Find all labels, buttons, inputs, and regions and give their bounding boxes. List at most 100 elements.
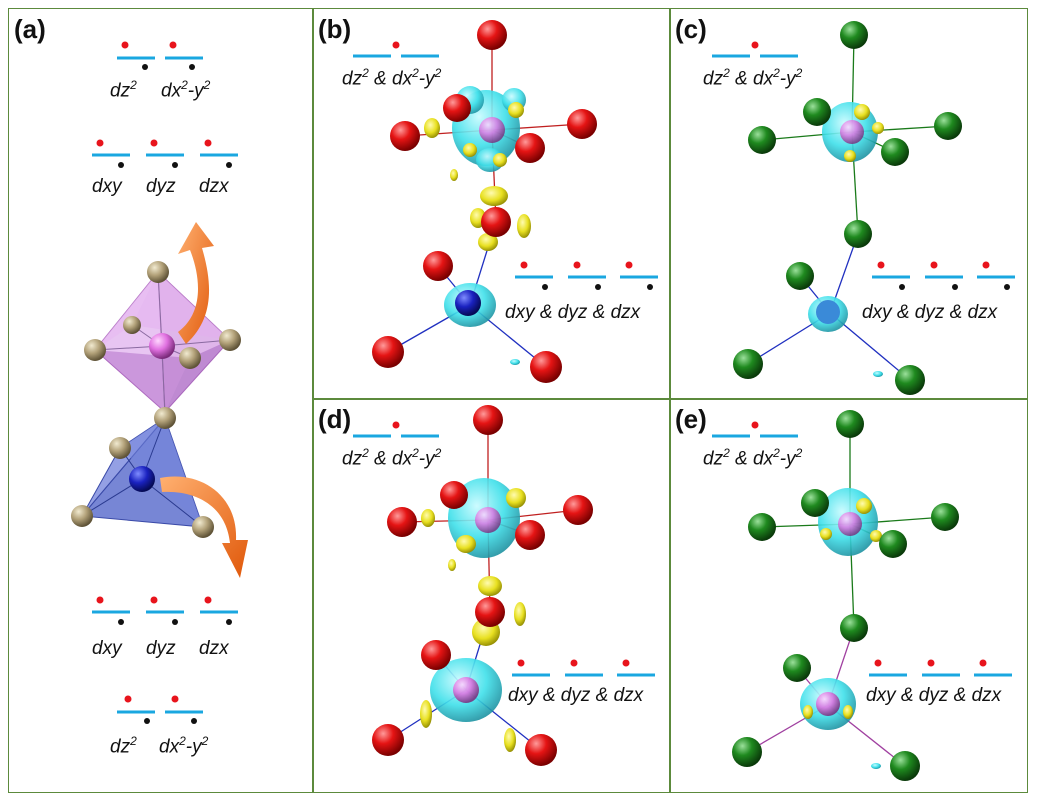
octahedral-metal-atom <box>149 333 175 359</box>
ligand-atom <box>786 262 814 290</box>
ligand-atom <box>147 261 169 283</box>
panel-c-frame <box>669 8 1028 400</box>
panel-a-levels-bottom-t2g <box>92 596 238 625</box>
t2g-combined-label: dxy & dyz & dzx <box>508 685 644 706</box>
spin-down-electron <box>191 718 197 724</box>
ligand-atom <box>71 505 93 527</box>
orbital-label-dx2-y2: dx2-y2 <box>161 78 211 102</box>
orbital-label-dxy: dxy <box>92 176 122 197</box>
spin-up-electron <box>150 596 158 604</box>
ligand-atom <box>931 503 959 531</box>
oxygen-atom <box>515 133 545 163</box>
ligand-atom <box>109 437 131 459</box>
ligand-atom <box>836 410 864 438</box>
t2g-combined-label: dxy & dyz & dzx <box>862 302 998 323</box>
spin-up-electron <box>121 41 129 49</box>
eg-combined-label: dz2 & dx2-y2 <box>342 66 442 90</box>
curved-arrow-down <box>160 476 248 578</box>
ligand-atom <box>123 316 141 334</box>
panel-d-eg-levels <box>353 421 439 438</box>
spin-up-electron <box>150 139 158 147</box>
t2g-combined-label: dxy & dyz & dzx <box>505 302 641 323</box>
panel-e-structure <box>732 410 959 781</box>
panel-a-levels-bottom-eg <box>117 695 203 724</box>
bridging-oxygen-atom <box>475 597 505 627</box>
panel-a-levels-top-t2g <box>92 139 238 168</box>
oxygen-atom <box>423 251 453 281</box>
panel-b-eg-levels <box>353 41 439 58</box>
spin-down-electron <box>118 619 124 625</box>
panel-a-atoms <box>71 261 241 538</box>
oxygen-atom <box>390 121 420 151</box>
ligand-atom <box>890 751 920 781</box>
panel-a-levels-top-eg <box>117 41 203 70</box>
tetrahedral-metal-atom <box>129 466 155 492</box>
ligand-atom <box>881 138 909 166</box>
eg-combined-label: dz2 & dx2-y2 <box>703 66 803 90</box>
panel-a-frame <box>8 8 314 793</box>
octahedral-metal-atom <box>838 512 862 536</box>
oxygen-atom <box>421 640 451 670</box>
oxygen-atom <box>525 734 557 766</box>
ligand-atom <box>803 98 831 126</box>
bridging-oxygen-atom <box>481 207 511 237</box>
octahedral-metal-atom <box>475 507 501 533</box>
panel-c-label: (c) <box>675 14 707 44</box>
panel-c-eg-levels <box>712 41 798 58</box>
octahedral-metal-atom <box>840 120 864 144</box>
orbital-label-dzx: dzx <box>199 638 229 659</box>
spin-up-electron <box>169 41 177 49</box>
yellow-isosurface <box>424 118 440 138</box>
ligand-atom <box>192 516 214 538</box>
oxygen-atom <box>515 520 545 550</box>
spin-up-electron <box>171 695 179 703</box>
spin-up-electron <box>204 139 212 147</box>
panel-e-frame <box>669 398 1028 793</box>
spin-down-electron <box>118 162 124 168</box>
eg-combined-label: dz2 & dx2-y2 <box>703 446 803 470</box>
panel-b-label: (b) <box>318 14 352 44</box>
yellow-isosurface <box>856 498 872 514</box>
panel-c-t2g-levels <box>872 261 1015 290</box>
shared-ligand-atom <box>154 407 176 429</box>
panel-b-structure <box>372 20 597 383</box>
tetrahedron-polyhedron <box>80 417 204 528</box>
panel-b-t2g-levels <box>515 261 658 290</box>
panel-b-frame <box>312 8 671 400</box>
tetrahedral-metal-atom <box>816 692 840 716</box>
spin-down-electron <box>226 619 232 625</box>
oxygen-atom <box>473 405 503 435</box>
panel-e-eg-levels <box>712 421 798 438</box>
ligand-atom <box>732 737 762 767</box>
ligand-atom <box>748 513 776 541</box>
oxygen-atom <box>372 724 404 756</box>
spin-down-electron <box>142 64 148 70</box>
oxygen-atom <box>387 507 417 537</box>
oxygen-atom <box>477 20 507 50</box>
curved-arrow-up <box>178 222 214 344</box>
spin-down-electron <box>172 619 178 625</box>
t2g-combined-label: dxy & dyz & dzx <box>866 685 1002 706</box>
bridging-ligand-atom <box>840 614 868 642</box>
ligand-atom <box>801 489 829 517</box>
oxygen-atom <box>443 94 471 122</box>
ligand-atom <box>179 347 201 369</box>
panel-c-structure <box>733 21 962 395</box>
spin-up-electron <box>96 139 104 147</box>
ligand-atom <box>733 349 763 379</box>
panel-e-t2g-levels <box>869 659 1012 677</box>
orbital-label-dyz: dyz <box>146 176 176 197</box>
oxygen-atom <box>440 481 468 509</box>
orbital-label-dyz: dyz <box>146 638 176 659</box>
spin-up-electron <box>124 695 132 703</box>
octahedral-metal-atom <box>479 117 505 143</box>
orbital-label-dx2-y2: dx2-y2 <box>159 734 209 758</box>
panel-e-label: (e) <box>675 404 707 434</box>
orbital-label-dxy: dxy <box>92 638 122 659</box>
ligand-atom <box>219 329 241 351</box>
spin-up-electron <box>96 596 104 604</box>
tetrahedral-metal-atom <box>453 677 479 703</box>
oxygen-atom <box>372 336 404 368</box>
panel-d-label: (d) <box>318 404 352 434</box>
